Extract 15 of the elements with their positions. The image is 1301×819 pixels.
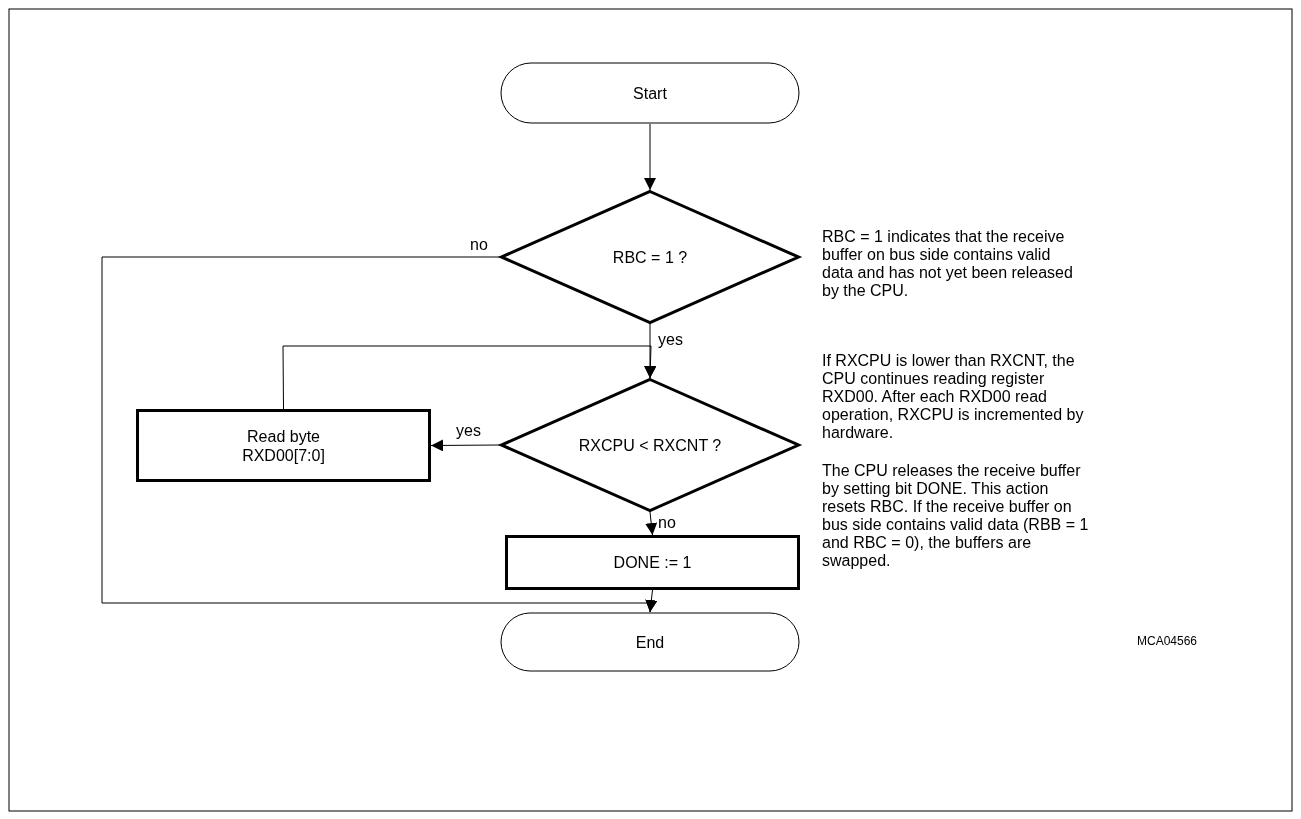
arrow: [644, 123, 656, 191]
note-text: The CPU releases the receive buffer by setting bit DONE. This action resets RBC. If the receive buffer on bus side contains valid data (RBB = 1 and RBC = 0), the buffers are swapped.: [822, 462, 1090, 570]
start-terminal: Start: [500, 62, 800, 124]
decision-diamond: RBC = 1 ?: [500, 190, 800, 324]
note-text: RBC = 1 indicates that the receive buffer on bus side contains valid data and has not yet been released by the CPU.: [822, 228, 1074, 300]
arrow: [101, 256, 658, 613]
arrow: [282, 345, 657, 410]
figure-id: MCA04566: [1137, 634, 1199, 648]
arrow: [430, 439, 501, 452]
decision-diamond: RXCPU < RXCNT ?: [500, 378, 800, 512]
process-box: DONE := 1: [505, 535, 800, 590]
process-box: Read byte RXD00[7:0]: [136, 409, 431, 482]
end-terminal: End: [500, 612, 800, 672]
arrow: [645, 511, 658, 536]
note-text: If RXCPU is lower than RXCNT, the CPU continues reading register RXD00. After each RXD00 read operation, RXCPU is incremented by hardware.: [822, 352, 1084, 442]
